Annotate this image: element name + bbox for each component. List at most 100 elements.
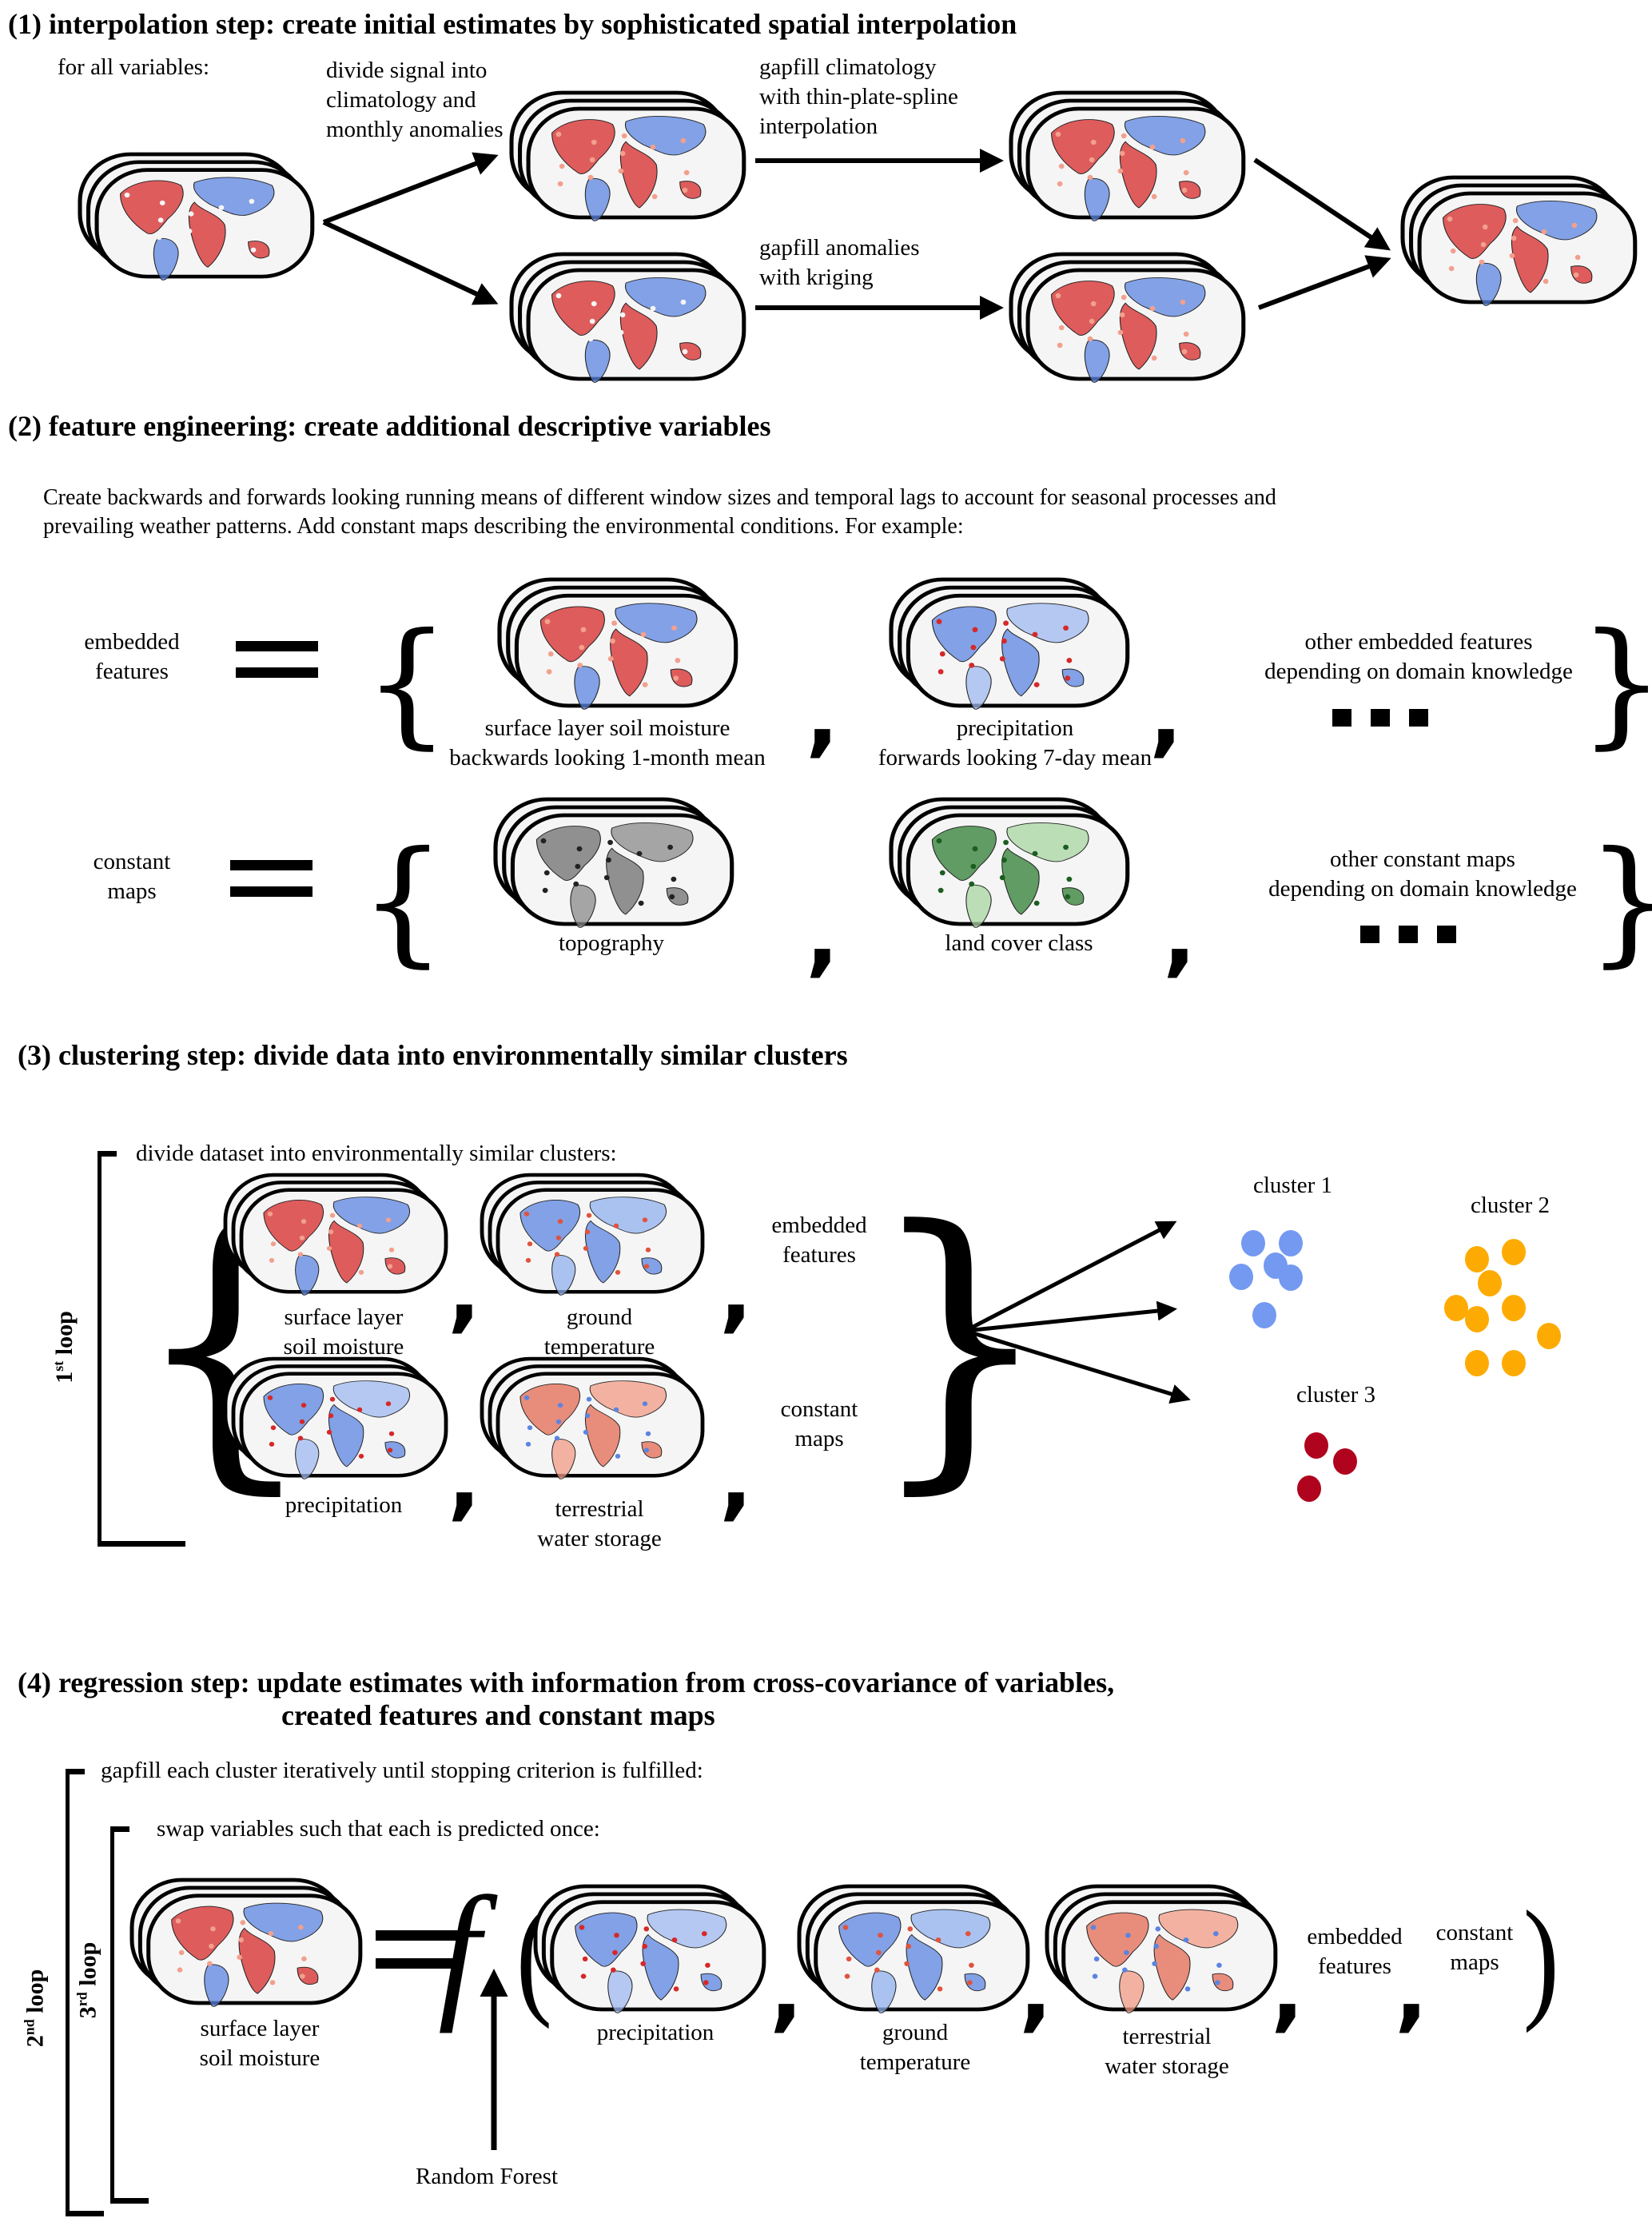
loop1-label: 1st loop (50, 1311, 78, 1384)
text-line: ground (566, 1304, 633, 1330)
continent-shape (838, 1912, 902, 1967)
map-speckle (675, 658, 681, 663)
map-speckle (125, 241, 132, 247)
map-stack-graphic (797, 1884, 1030, 2013)
loop2-bracket (66, 1769, 104, 2216)
other-embedded-features-text: other embedded features depending on dom… (1199, 627, 1638, 687)
continent-shape (188, 201, 226, 268)
map-speckle (1149, 144, 1156, 150)
map-stack-soil-moisture-1month (497, 577, 739, 710)
map-layer (496, 1188, 705, 1296)
map-speckle (1033, 682, 1040, 687)
map-speckle (1447, 216, 1453, 222)
text-line: temperature (543, 1334, 655, 1360)
map-speckle (579, 1925, 585, 1930)
map-speckle (846, 1956, 852, 1962)
comma: , (770, 1939, 803, 2041)
map-speckle (619, 150, 626, 157)
map-speckle (642, 1401, 648, 1407)
loop2-text: gapfill each cluster iteratively until s… (101, 1758, 703, 1783)
open-brace: { (364, 604, 451, 763)
map-stack-precipitation (223, 1356, 449, 1479)
map-speckle (1063, 625, 1069, 631)
text-line: climatology and (326, 87, 476, 113)
map-speckle (269, 1441, 275, 1447)
map-speckle (127, 224, 133, 229)
map-speckle (638, 900, 644, 906)
text-line: constant (93, 849, 171, 874)
continent-shape (906, 1933, 943, 2001)
map-speckle (969, 663, 975, 668)
continent-shape (248, 241, 270, 259)
map-layer (1061, 1900, 1278, 2013)
map-speckle (1089, 157, 1095, 163)
map-speckle (618, 329, 624, 336)
map-layer (1025, 268, 1246, 383)
map-speckle (643, 1926, 650, 1932)
continent-shape (965, 666, 992, 710)
continent-shape (238, 1927, 276, 1994)
cluster-2-point (1478, 1270, 1502, 1296)
map-speckle (586, 1396, 592, 1402)
map-speckle (1122, 1967, 1128, 1973)
map-speckle (178, 1949, 185, 1956)
map-speckle (297, 1436, 304, 1441)
continent-shape (1212, 1973, 1234, 1992)
map-speckle (385, 1217, 392, 1223)
continent-shape (615, 603, 698, 643)
map-speckle (573, 881, 579, 887)
map-layer (514, 593, 738, 710)
text-line: with thin-plate-spline (759, 84, 958, 110)
map-speckle (555, 293, 562, 299)
map-stack-graphic (889, 577, 1130, 710)
map-stack-graphic (223, 1356, 448, 1479)
map-speckle (683, 331, 690, 337)
map-speckle (682, 348, 688, 355)
map-speckle (1183, 169, 1189, 176)
continent-shape (263, 1200, 324, 1252)
loop2-label: 2nd loop (21, 1969, 49, 2048)
continent-shape (519, 1200, 581, 1252)
map-speckle (587, 336, 594, 342)
text-line: features (1318, 1953, 1391, 1980)
continent-shape (193, 177, 275, 216)
map-speckle (358, 1269, 364, 1275)
map-speckle (1479, 259, 1485, 265)
map-speckle (967, 1980, 973, 1985)
map-speckle (643, 1448, 650, 1453)
map-speckle (582, 1956, 588, 1962)
continent-shape (153, 237, 179, 281)
cluster-2-point (1444, 1295, 1468, 1321)
loop3-bracket (110, 1826, 149, 2204)
map-speckle (970, 644, 977, 651)
map-speckle (673, 675, 679, 681)
continent-shape (964, 1973, 986, 1992)
map-speckle (267, 1395, 273, 1400)
map-speckle (939, 651, 945, 657)
continent-shape (1001, 847, 1040, 915)
continent-shape (1084, 177, 1110, 221)
map-speckle (1055, 131, 1061, 137)
text-line: features (782, 1242, 856, 1268)
close-brace: } (1586, 834, 1652, 970)
map-speckle (615, 1269, 621, 1275)
cluster-2-point (1465, 1246, 1489, 1272)
map-speckle (1574, 254, 1581, 261)
arrow-merge-climatology (1253, 157, 1391, 251)
text-line: water storage (1105, 2053, 1229, 2080)
constant-maps-label: constant maps (1423, 1918, 1527, 1977)
map-layer (550, 1900, 766, 2013)
map-speckle (300, 1973, 305, 1979)
map-speckle (554, 1436, 560, 1441)
text-line: ground (882, 2020, 949, 2045)
continent-shape (551, 281, 615, 336)
map-speckle (220, 253, 226, 259)
target-caption: surface layer soil moisture (160, 2014, 360, 2073)
map-layer (814, 1900, 1030, 2013)
continent-shape (670, 668, 693, 687)
map-speckle (1003, 839, 1009, 846)
continent-shape (1124, 116, 1206, 156)
continent-shape (611, 822, 694, 862)
map-speckle (611, 1967, 616, 1973)
map-speckle (701, 1931, 707, 1937)
